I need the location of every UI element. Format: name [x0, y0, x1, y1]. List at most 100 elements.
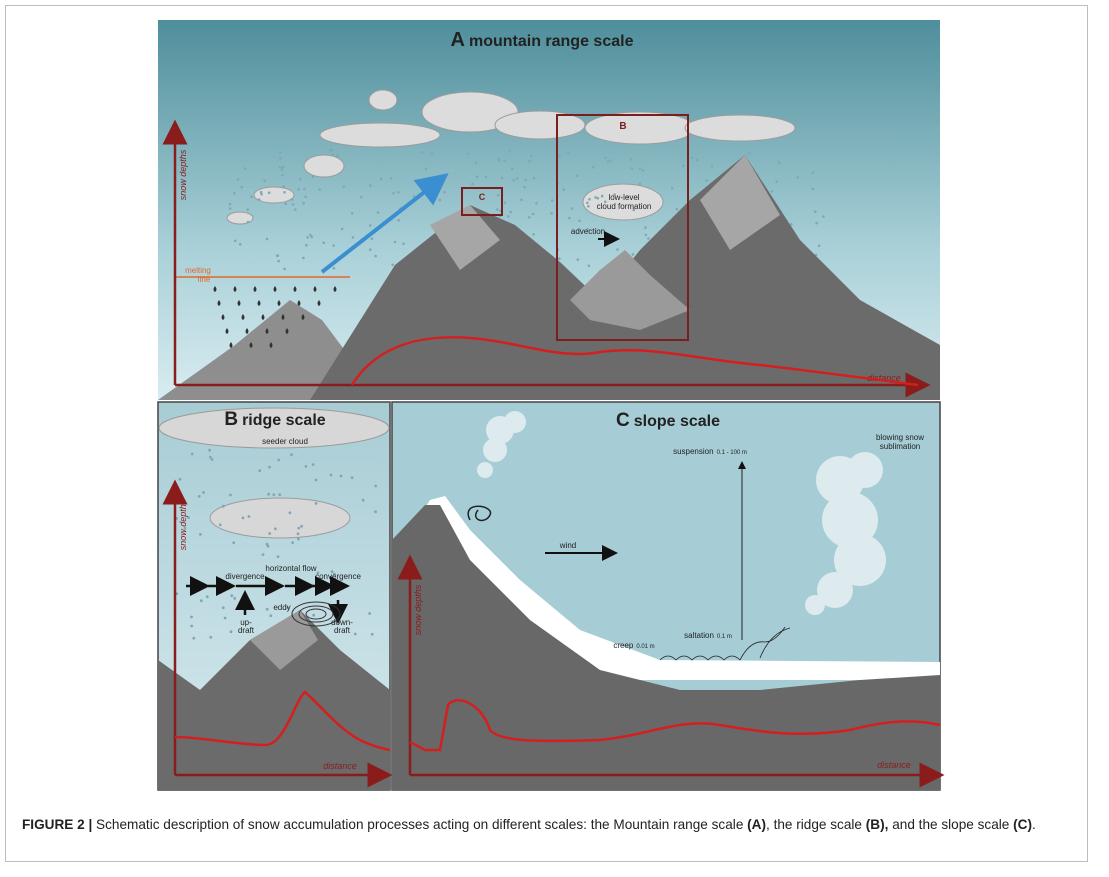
snowflake	[587, 264, 591, 268]
snowflake	[280, 168, 284, 171]
raindrop	[225, 328, 229, 334]
snowflake	[314, 478, 318, 482]
snowflake	[520, 198, 523, 202]
caption-ref-c: (C)	[1013, 817, 1033, 832]
snowflake	[535, 202, 538, 205]
snowflake	[443, 190, 446, 194]
slope-terrain	[392, 505, 940, 790]
snowflake	[250, 195, 253, 198]
updraft-label-2: draft	[238, 626, 255, 635]
snowflake	[675, 207, 679, 211]
snowflake	[302, 256, 305, 260]
snowflake	[644, 233, 648, 237]
downdraft-label-2: draft	[334, 626, 351, 635]
snowflake	[528, 159, 531, 163]
snowflake	[187, 516, 190, 519]
snowflake	[524, 178, 527, 182]
snowflake	[190, 452, 194, 456]
snowflake	[229, 493, 232, 497]
snowflake	[283, 267, 286, 271]
snowflake	[269, 614, 273, 618]
snowflake	[376, 211, 380, 214]
advection-label: advection	[571, 227, 605, 236]
snowflake	[336, 154, 339, 158]
snowflake	[297, 526, 301, 530]
snowflake	[626, 195, 630, 199]
snowflake	[562, 188, 565, 191]
low-cloud-label-2: cloud formation	[597, 202, 652, 211]
snowflake	[297, 537, 300, 541]
snowflake	[594, 196, 597, 199]
caption-text-3: and the slope scale	[888, 817, 1014, 832]
snowflake	[430, 152, 434, 155]
snowflake	[284, 202, 288, 205]
snowflake	[278, 493, 282, 497]
snowflake	[644, 226, 647, 229]
snowflake	[305, 243, 308, 247]
snowflake	[232, 541, 236, 545]
snowflake	[616, 248, 619, 251]
snowflake	[288, 511, 292, 515]
raindrop	[313, 286, 317, 292]
snowflake	[496, 194, 500, 197]
snowflake	[710, 165, 714, 168]
snowflake	[670, 187, 674, 190]
snowflake	[550, 199, 554, 202]
snowflake	[592, 165, 595, 169]
snowflake	[272, 493, 276, 497]
snowflake	[277, 259, 280, 263]
snowflake	[236, 178, 240, 181]
raindrop	[217, 300, 221, 306]
snowflake	[531, 212, 535, 216]
snowflake	[222, 504, 225, 508]
saltation-trajectories	[659, 626, 791, 661]
snowflake	[228, 207, 232, 210]
snowflake	[278, 151, 282, 154]
snowflake	[439, 176, 442, 180]
snowflake	[811, 171, 815, 174]
snowflake	[277, 458, 281, 462]
snowflake	[265, 607, 269, 611]
snowflake	[246, 208, 249, 211]
panel-a: melting line C B low-level cloud formati…	[158, 20, 940, 400]
snowflake	[330, 149, 334, 152]
snowflake	[322, 581, 325, 584]
mountain-middle	[570, 250, 690, 330]
snowflake	[368, 612, 371, 615]
snowflake	[329, 473, 333, 477]
raindrop	[221, 314, 225, 320]
snowflake	[500, 176, 504, 180]
snowflake	[238, 243, 242, 246]
snowflake	[243, 167, 247, 170]
snowflake	[630, 167, 634, 170]
snowflake	[296, 532, 300, 536]
snowflake	[588, 198, 591, 201]
raindrop	[273, 286, 277, 292]
snowflake	[512, 178, 515, 182]
snowflake	[192, 636, 196, 640]
snowflake	[822, 215, 825, 218]
raindrop	[257, 300, 261, 306]
raindrop	[241, 314, 245, 320]
snowflake	[503, 201, 507, 204]
snowflake	[233, 597, 237, 600]
snowflake	[631, 253, 635, 256]
snowflake	[359, 195, 363, 199]
feeder-cloud	[209, 497, 351, 539]
snowflake	[368, 248, 372, 251]
caption-text-1: Schematic description of snow accumulati…	[92, 817, 748, 832]
snowflake	[197, 495, 201, 498]
snowflake	[508, 149, 512, 152]
snowflake	[578, 219, 581, 223]
snowflake	[210, 458, 214, 461]
snowflake	[311, 463, 315, 466]
snowflake	[265, 237, 269, 241]
snowflake	[596, 196, 600, 200]
snowflake	[497, 159, 501, 162]
upslope-wind-arrow	[320, 173, 449, 274]
divergence-label: divergence	[225, 572, 265, 581]
snowflake	[312, 613, 316, 617]
